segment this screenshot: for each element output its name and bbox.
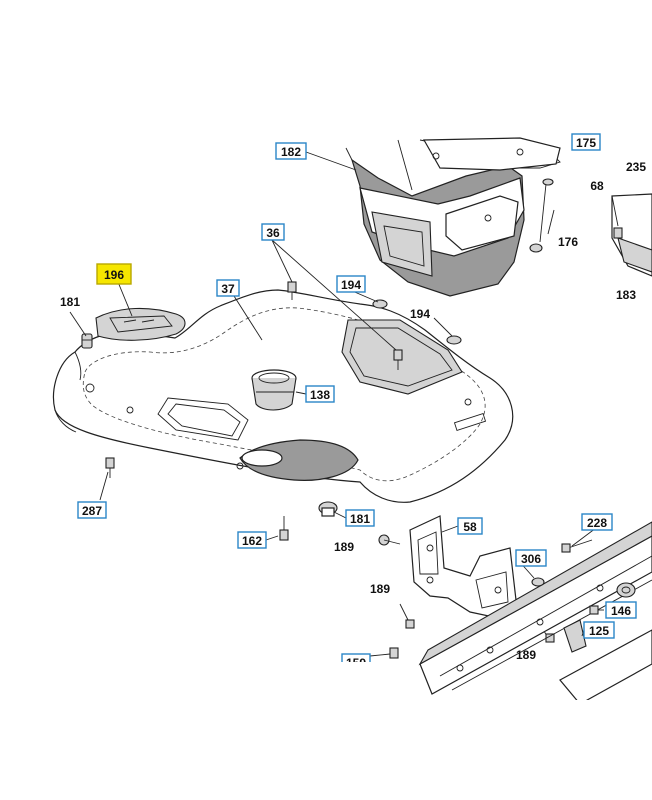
callout-68: 68: [590, 179, 604, 193]
callout-228-text: 228: [587, 516, 607, 530]
callout-228: 228: [581, 513, 613, 531]
callout-183: 183: [616, 288, 636, 302]
callout-125-text: 125: [589, 624, 609, 638]
callout-162: 162: [237, 531, 267, 549]
callout-287: 287: [77, 501, 107, 519]
part-189-bolts: [378, 534, 555, 643]
callout-138-text: 138: [310, 388, 330, 402]
part-228-bolt: [561, 539, 593, 553]
part-181-fastener: [81, 333, 93, 349]
leader-lines: [69, 151, 619, 657]
callout-287-text: 287: [82, 504, 102, 518]
part-194-bushings: [372, 299, 462, 345]
callout-196: 196: [96, 263, 132, 285]
callout-189-a: 189: [334, 540, 354, 554]
callout-58: 58: [457, 517, 483, 535]
callout-306: 306: [515, 549, 547, 567]
part-159-bolt: [389, 647, 399, 659]
callout-162-text: 162: [242, 534, 262, 548]
callout-189-b: 189: [370, 582, 390, 596]
callout-194-top-text: 194: [341, 278, 361, 292]
part-183-bracket: [611, 193, 652, 277]
callout-125: 125: [583, 621, 615, 639]
callout-146: 146: [605, 601, 637, 619]
callout-176: 176: [558, 235, 578, 249]
callout-37-text: 37: [221, 282, 235, 296]
callout-235: 235: [626, 160, 646, 174]
callout-138: 138: [305, 385, 335, 403]
crop-mask: [330, 662, 390, 682]
callout-182: 182: [275, 142, 307, 160]
callout-58-text: 58: [463, 520, 477, 534]
callout-196-text: 196: [104, 268, 124, 282]
callout-181-left: 181: [60, 295, 80, 309]
part-181-clip: [318, 501, 338, 517]
callout-189-c: 189: [516, 648, 536, 662]
callout-146-text: 146: [611, 604, 631, 618]
part-196-panel: [95, 307, 186, 341]
callout-37: 37: [216, 279, 240, 297]
callout-194-top: 194: [336, 275, 366, 293]
part-176-bolt: [529, 178, 554, 253]
callout-194-right: 194: [410, 307, 430, 321]
bottom-blank: [0, 700, 652, 800]
callout-306-text: 306: [521, 552, 541, 566]
frame-rail: [418, 521, 652, 705]
callout-181-lower: 181: [345, 509, 375, 527]
callout-175-text: 175: [576, 136, 596, 150]
part-182-console: [345, 137, 561, 297]
callout-36-text: 36: [266, 226, 280, 240]
callout-36: 36: [261, 223, 285, 241]
part-306-nut: [531, 577, 545, 587]
callout-181-lower-text: 181: [350, 512, 370, 526]
part-125-clip: [563, 619, 587, 653]
part-146-bushing: [589, 582, 636, 615]
part-162-bolt: [279, 516, 289, 541]
callout-175: 175: [571, 133, 601, 151]
callout-182-text: 182: [281, 145, 301, 159]
part-287-bolt: [105, 457, 115, 478]
part-138-filler: [251, 369, 297, 411]
